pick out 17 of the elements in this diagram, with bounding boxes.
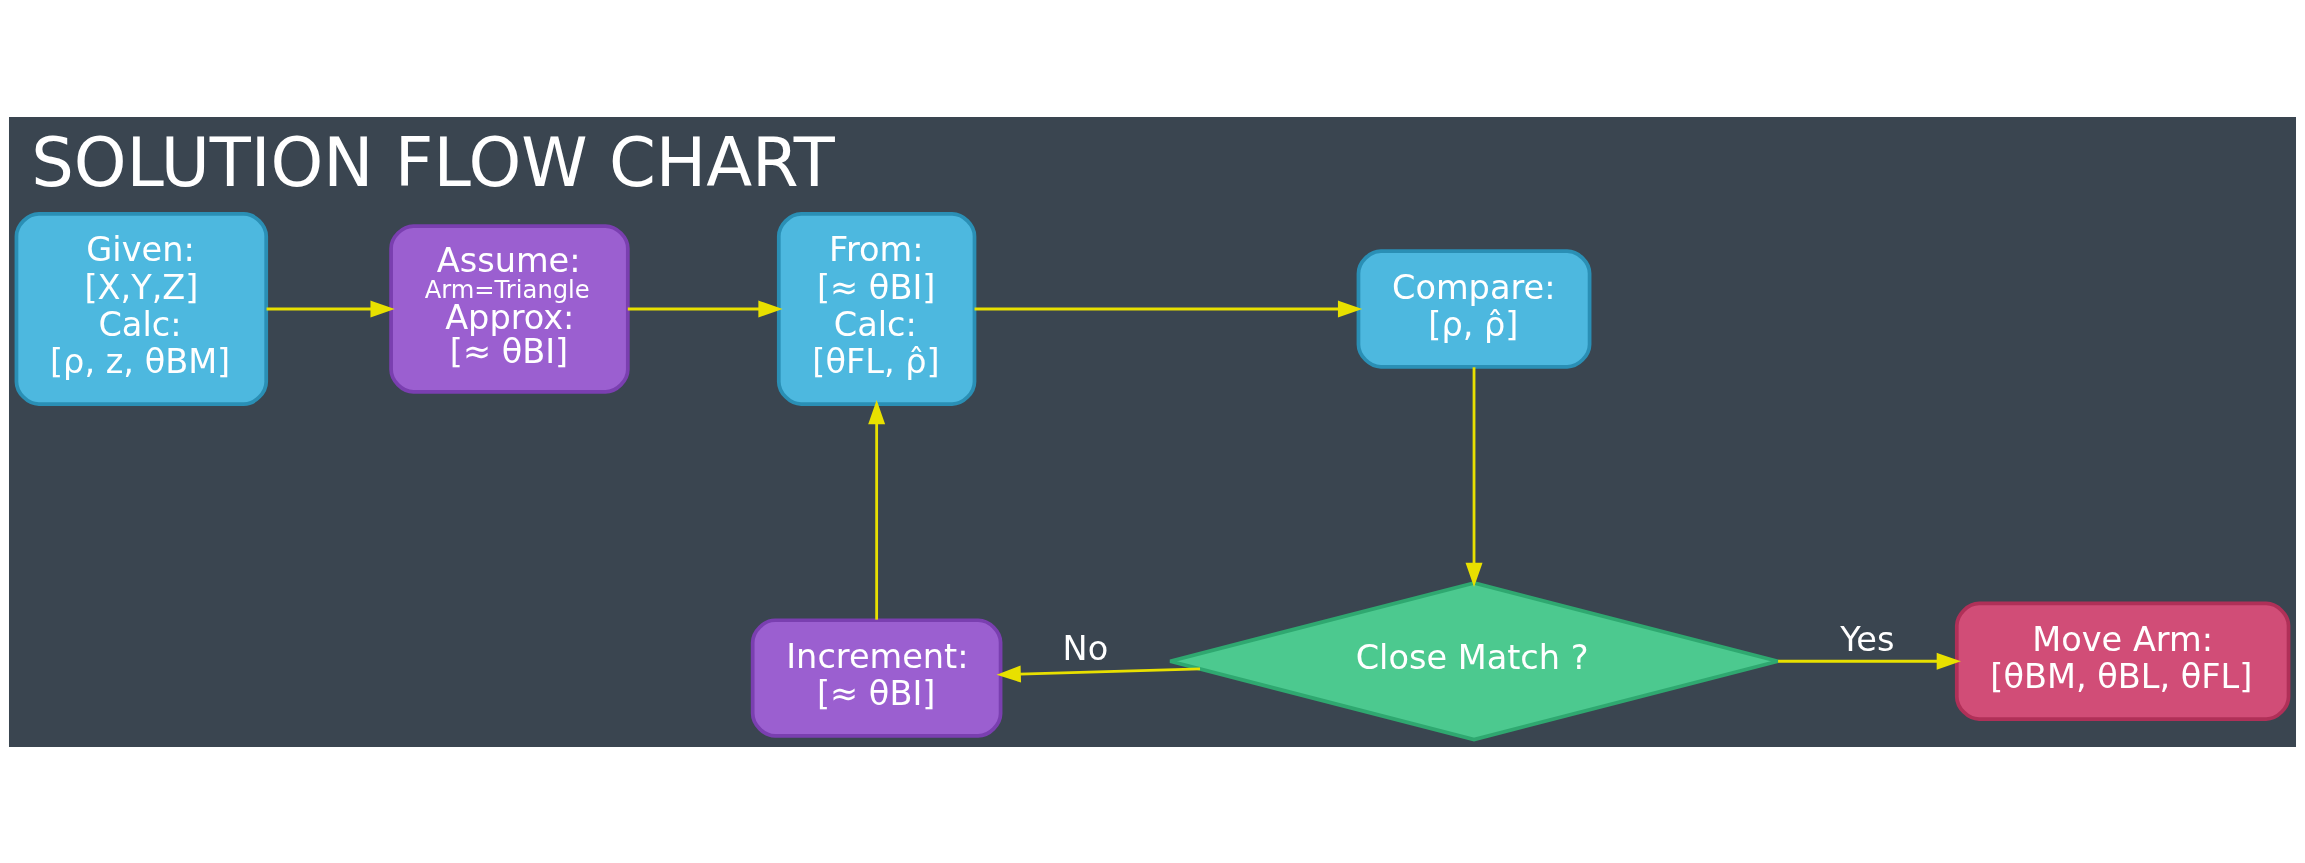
node-diamond: Close Match ? — [1168, 580, 1780, 741]
edge-label: No — [1062, 628, 1109, 668]
arrow — [627, 300, 783, 317]
arrow — [974, 300, 1363, 317]
node-box: Given: [X,Y,Z] Calc: [ρ, z, θBM] — [14, 211, 269, 406]
node-box: From: [≈ θBI] Calc: [θFL, ρ̂] — [776, 211, 977, 406]
node-box: Increment: [≈ θBI] — [750, 617, 1003, 738]
diagram-title: SOLUTION FLOW CHART — [31, 123, 835, 202]
arrow — [996, 665, 1201, 682]
node-box: Assume: Arm=Triangle Approx: [≈ θBI] — [389, 223, 630, 394]
node-box: Compare: [ρ, ρ̂] — [1356, 248, 1592, 369]
node-box: Move Arm: [θBM, θBL, θFL] — [1954, 601, 2291, 721]
edge-label: Yes — [1840, 619, 1895, 659]
arrow — [1778, 652, 1961, 670]
arrow — [1465, 366, 1483, 587]
arrow — [266, 300, 395, 317]
arrow — [868, 399, 886, 620]
